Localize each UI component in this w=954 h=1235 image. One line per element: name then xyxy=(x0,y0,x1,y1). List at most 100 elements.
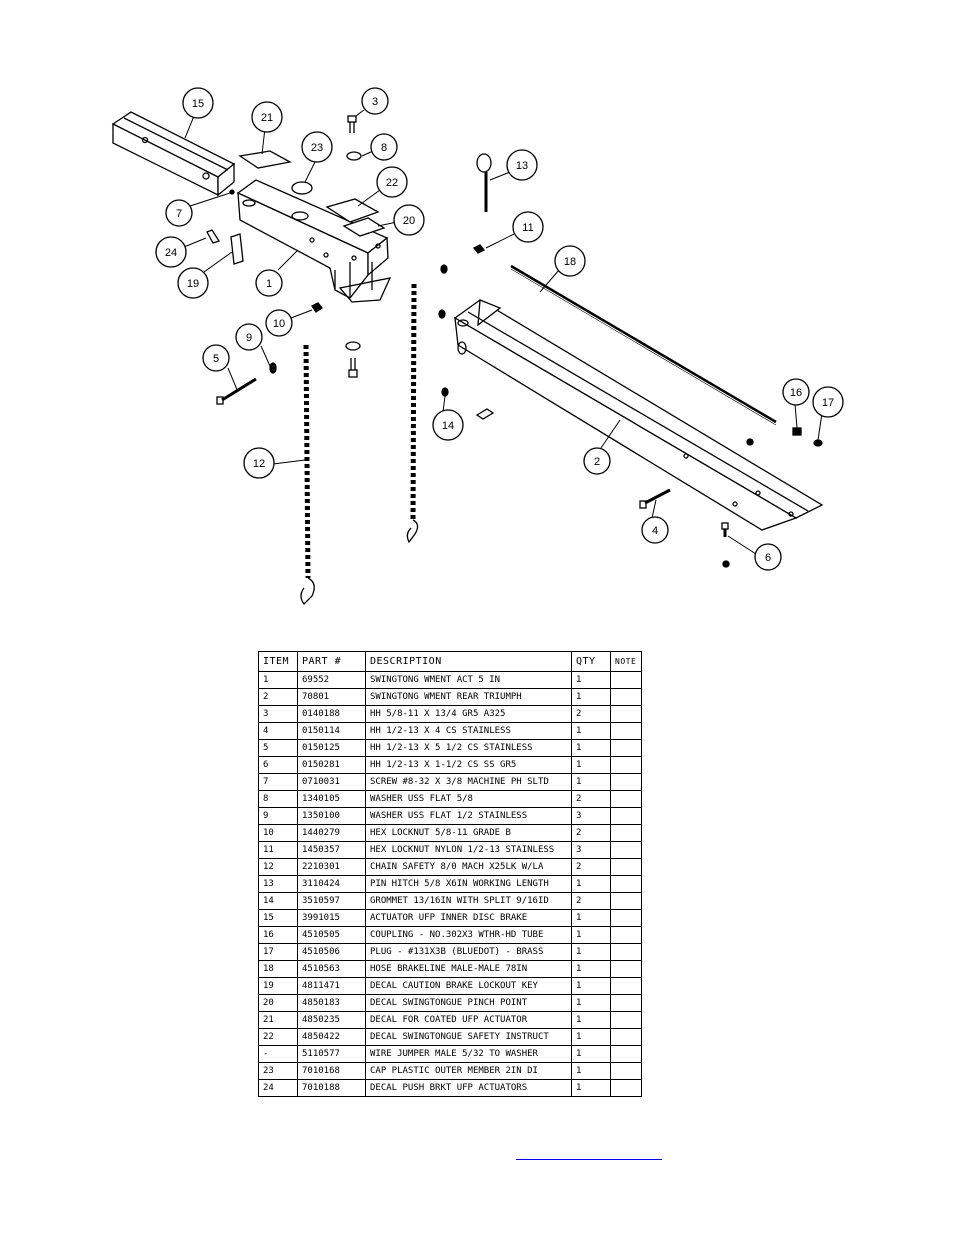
callout-7: 7 xyxy=(176,208,182,220)
cell-description: HEX LOCKNUT NYLON 1/2-13 STAINLESS xyxy=(365,841,572,859)
cell-note xyxy=(610,1011,642,1029)
bolt-3b xyxy=(348,358,358,378)
bolt-5 xyxy=(216,377,257,405)
cell-description: HH 1/2-13 X 5 1/2 CS STAINLESS xyxy=(365,739,572,757)
cell-part: 4510505 xyxy=(297,926,366,944)
cell-item: 12 xyxy=(258,858,298,876)
cell-description: DECAL SWINGTONGUE SAFETY INSTRUCT xyxy=(365,1028,572,1046)
cell-qty: 3 xyxy=(571,807,611,825)
cell-item: 16 xyxy=(258,926,298,944)
cell-note xyxy=(610,943,642,961)
callout-16: 16 xyxy=(790,387,802,399)
cell-note xyxy=(610,909,642,927)
locknut-11 xyxy=(472,244,486,254)
header-part: PART # xyxy=(297,651,366,672)
cell-note xyxy=(610,1045,642,1063)
cell-item: 9 xyxy=(258,807,298,825)
cell-note xyxy=(610,824,642,842)
cell-item: 24 xyxy=(258,1079,298,1097)
cell-description: HH 1/2-13 X 4 CS STAINLESS xyxy=(365,722,572,740)
cell-note xyxy=(610,1028,642,1046)
cell-description: WIRE JUMPER MALE 5/32 TO WASHER xyxy=(365,1045,572,1063)
chain-12a xyxy=(300,344,315,605)
cell-part: 4811471 xyxy=(297,977,366,995)
cell-qty: 1 xyxy=(571,1079,611,1097)
bolt-6 xyxy=(721,522,729,537)
cell-note xyxy=(610,739,642,757)
cell-description: WASHER USS FLAT 5/8 xyxy=(365,790,572,808)
decal-22 xyxy=(325,198,380,223)
cell-note xyxy=(610,1062,642,1080)
cell-qty: 2 xyxy=(571,790,611,808)
bolt-4 xyxy=(639,488,671,509)
cell-qty: 1 xyxy=(571,943,611,961)
cell-note xyxy=(610,994,642,1012)
cell-qty: 2 xyxy=(571,858,611,876)
cell-description: SCREW #8-32 X 3/8 MACHINE PH SLTD xyxy=(365,773,572,791)
cell-item: 2 xyxy=(258,688,298,706)
cell-part: 0150281 xyxy=(297,756,366,774)
cell-item: 5 xyxy=(258,739,298,757)
cell-description: SWINGTONG WMENT REAR TRIUMPH xyxy=(365,688,572,706)
cell-note xyxy=(610,688,642,706)
decal-19 xyxy=(230,233,244,265)
grommet-14c xyxy=(441,387,449,397)
footer-link-underline[interactable] xyxy=(516,1158,662,1160)
cell-item: 6 xyxy=(258,756,298,774)
cell-qty: 1 xyxy=(571,926,611,944)
callout-6: 6 xyxy=(765,552,771,564)
callout-17: 17 xyxy=(822,397,834,409)
cell-item: 22 xyxy=(258,1028,298,1046)
part-front-weldment xyxy=(236,179,392,303)
cell-item: 14 xyxy=(258,892,298,910)
callout-21: 21 xyxy=(261,112,273,124)
cell-description: COUPLING - NO.302X3 WTHR-HD TUBE xyxy=(365,926,572,944)
bolt-3 xyxy=(347,115,357,133)
cell-description: DECAL FOR COATED UFP ACTUATOR xyxy=(365,1011,572,1029)
cell-description: HH 1/2-13 X 1-1/2 CS SS GR5 xyxy=(365,756,572,774)
grommet-14a xyxy=(440,264,448,274)
callout-20: 20 xyxy=(403,215,415,227)
header-item: ITEM xyxy=(258,651,298,672)
part-rear-weldment xyxy=(453,299,824,531)
cell-description: PLUG - #131X3B (BLUEDOT) - BRASS xyxy=(365,943,572,961)
leader-lines xyxy=(183,109,823,555)
cell-note xyxy=(610,892,642,910)
cell-qty: 1 xyxy=(571,1028,611,1046)
callout-2: 2 xyxy=(594,456,600,468)
table-header-row: ITEM PART # DESCRIPTION QTY NOTE xyxy=(258,651,642,672)
cell-description: GROMMET 13/16IN WITH SPLIT 9/16ID xyxy=(365,892,572,910)
cell-description: HEX LOCKNUT 5/8-11 GRADE B xyxy=(365,824,572,842)
cell-note xyxy=(610,773,642,791)
locknut-10 xyxy=(311,302,323,313)
screw-7 xyxy=(229,189,235,195)
cell-item: 17 xyxy=(258,943,298,961)
cell-item: 10 xyxy=(258,824,298,842)
cell-note xyxy=(610,705,642,723)
cell-item: 11 xyxy=(258,841,298,859)
callouts: 15 21 3 8 23 22 20 7 24 19 1 10 9 5 13 1… xyxy=(155,87,844,571)
cell-part: 4850422 xyxy=(297,1028,366,1046)
cell-part: 7010168 xyxy=(297,1062,366,1080)
cell-qty: 1 xyxy=(571,756,611,774)
cell-part: 0710031 xyxy=(297,773,366,791)
cell-part: 0150125 xyxy=(297,739,366,757)
part-actuator-inner xyxy=(111,111,236,197)
cell-part: 1340105 xyxy=(297,790,366,808)
cell-qty: 1 xyxy=(571,1011,611,1029)
cell-note xyxy=(610,756,642,774)
header-description: DESCRIPTION xyxy=(365,651,572,672)
cell-description: DECAL SWINGTONGUE PINCH POINT xyxy=(365,994,572,1012)
cell-item: 13 xyxy=(258,875,298,893)
